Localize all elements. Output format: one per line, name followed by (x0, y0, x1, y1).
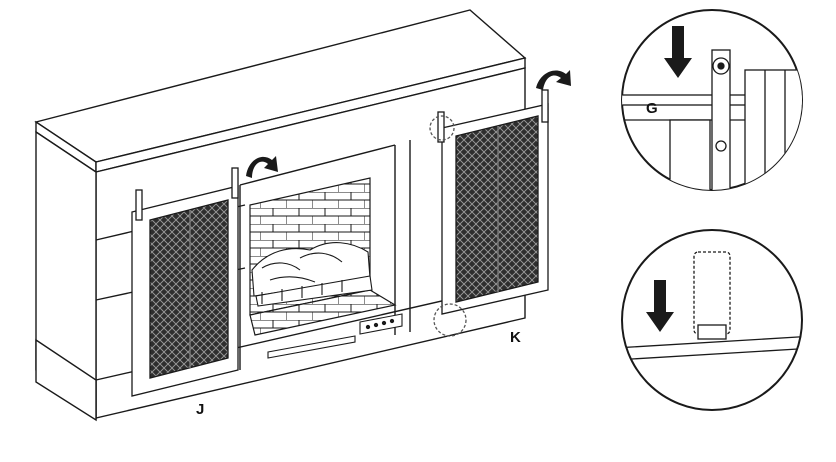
door-label-j: J (196, 401, 205, 418)
detail-callout-hanger (621, 9, 803, 191)
heater-vent (267, 335, 356, 359)
rotate-arrow-right (536, 70, 571, 90)
log-set (251, 242, 373, 307)
detail-callout-floor-guide (621, 229, 803, 411)
down-arrow-icon (646, 280, 674, 332)
down-arrow-icon (664, 26, 692, 78)
fireplace-insert (249, 177, 403, 359)
control-panel (359, 313, 403, 335)
rotate-arrow-left (246, 156, 278, 178)
detail-label-g: G (646, 100, 658, 117)
door-label-k: K (510, 329, 521, 346)
barn-door-k (429, 89, 549, 337)
barn-door-j (131, 167, 239, 397)
